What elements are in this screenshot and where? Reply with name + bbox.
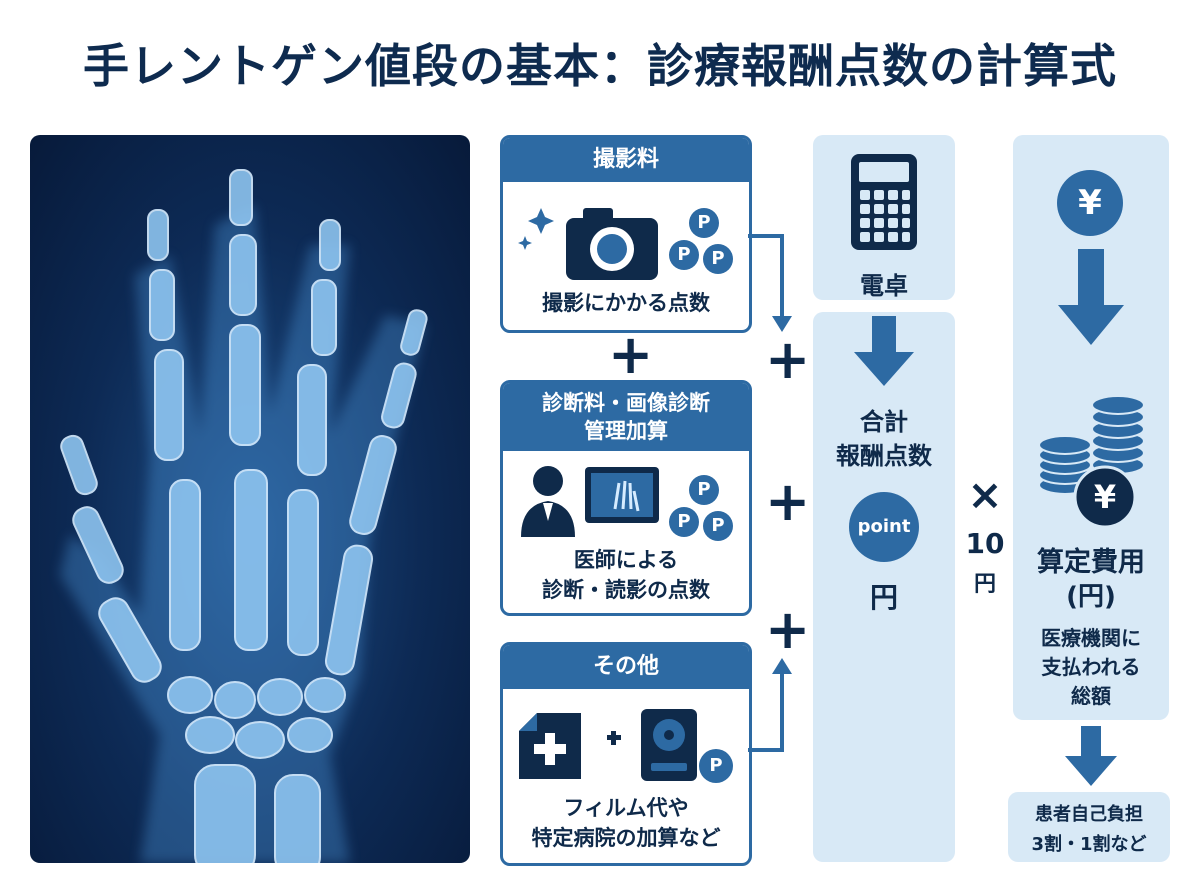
plus-icon: +	[765, 598, 811, 661]
multiplier-unit: 円	[973, 572, 996, 597]
coin-stack-icon	[1038, 395, 1145, 529]
hand-xray-illustration	[60, 169, 428, 863]
patient-burden-line1: 患者自己負担	[1035, 804, 1143, 825]
imaging-fee-box: 撮影料 P P P 撮影にかかる点数	[500, 135, 752, 333]
point-coin-icon: P	[703, 244, 733, 274]
down-arrow-icon	[1065, 726, 1117, 786]
fee-title-line1: 算定費用	[1037, 547, 1145, 578]
down-arrow-icon	[1058, 249, 1124, 345]
imaging-fee-header: 撮影料	[503, 138, 749, 182]
diagnosis-fee-box: 診断料・画像診断 管理加算 P P P 医師による 診断・読影の点数	[500, 380, 752, 616]
fee-desc-line3: 総額	[1071, 684, 1111, 708]
diagnosis-fee-header-line2: 管理加算	[584, 419, 668, 443]
yen-coin-icon: ¥	[1057, 170, 1123, 236]
yen-label: 円	[869, 581, 898, 614]
plus-icon: +	[765, 470, 811, 533]
hand-xray-image	[30, 135, 470, 863]
plus-icon: +	[608, 323, 654, 386]
point-badge: point	[849, 492, 919, 562]
other-fee-caption-line1: フィルム代や	[563, 796, 689, 820]
total-label-line2: 報酬点数	[836, 442, 932, 470]
point-coin-icon: P	[699, 749, 733, 783]
point-coin-icon: P	[689, 208, 719, 238]
total-points-panel	[813, 312, 955, 862]
point-coin-icon: P	[669, 240, 699, 270]
calculator-icon	[851, 154, 917, 250]
calculator-label: 電卓	[860, 272, 908, 300]
fee-desc-line2: 支払われる	[1041, 655, 1141, 679]
coin-yen-symbol: ¥	[1093, 478, 1117, 516]
diagnosis-fee-caption-line2: 診断・読影の点数	[542, 578, 710, 602]
doctor-monitor-icon	[521, 466, 659, 537]
point-badge-label: point	[857, 516, 911, 537]
imaging-fee-caption: 撮影にかかる点数	[542, 291, 710, 315]
camera-icon	[518, 208, 658, 280]
other-fee-header: その他	[503, 645, 749, 689]
patient-burden-line2: 3割・1割など	[1031, 834, 1147, 855]
multiplier-value: 10	[965, 527, 1005, 560]
yen-symbol: ¥	[1078, 183, 1102, 223]
multiply-symbol: ×	[967, 470, 1003, 519]
total-label-line1: 合計	[860, 408, 908, 436]
fee-title-line2: (円)	[1066, 582, 1116, 612]
fee-desc-line1: 医療機関に	[1041, 626, 1141, 650]
diagnosis-fee-header-line1: 診断料・画像診断	[542, 391, 710, 415]
other-fee-caption-line2: 特定病院の加算など	[531, 826, 721, 850]
plus-icon: +	[765, 328, 811, 391]
patient-burden-panel	[1008, 792, 1170, 862]
point-coin-icon: P	[703, 511, 733, 541]
down-arrow-icon	[854, 316, 914, 386]
medical-file-plus-disk-icon	[519, 709, 697, 781]
other-fee-box: その他 P フィルム代や 特定病院の加算など	[500, 642, 752, 866]
point-coin-icon: P	[689, 475, 719, 505]
diagnosis-fee-header: 診断料・画像診断 管理加算	[503, 383, 749, 451]
diagnosis-fee-caption-line1: 医師による	[573, 548, 679, 572]
point-coin-icon: P	[669, 507, 699, 537]
page-title: 手レントゲン値段の基本：診療報酬点数の計算式	[83, 39, 1117, 93]
